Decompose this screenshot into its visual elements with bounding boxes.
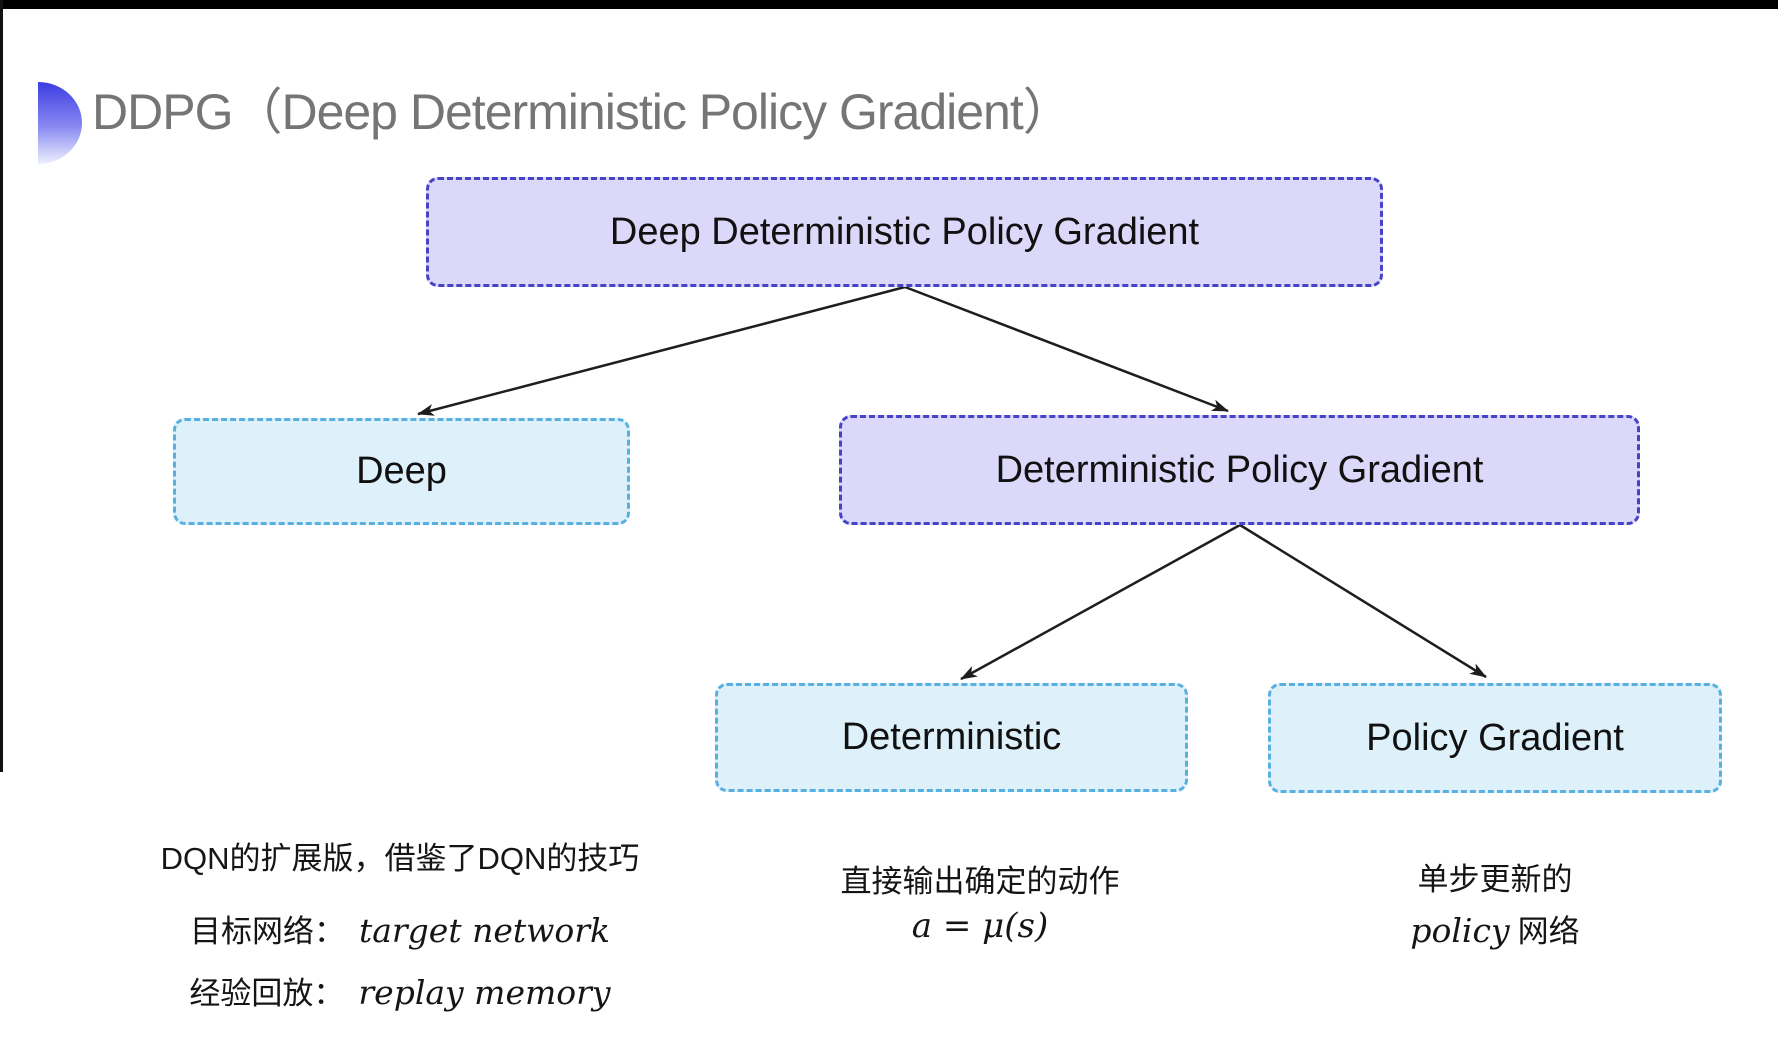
node-deep: Deep — [173, 418, 630, 525]
arrow-root-to-deep — [417, 285, 906, 416]
arrow-dpg-to-deterministic — [960, 523, 1241, 681]
node-label: Deterministic — [841, 716, 1062, 758]
note-line: 目标网络： target network — [110, 906, 690, 951]
node-deterministic-policy-gradient: Deterministic Policy Gradient — [839, 415, 1640, 525]
note-line: DQN的扩展版，借鉴了DQN的技巧 — [160, 841, 640, 876]
note-zh-label: 经验回放： — [189, 976, 345, 1011]
note-formula: a = μ(s) — [911, 906, 1049, 946]
note-en-term: target network — [358, 911, 611, 950]
node-label: Policy Gradient — [1366, 716, 1624, 759]
bullet-half-circle-icon — [38, 82, 82, 164]
node-deep-deterministic-policy-gradient: Deep Deterministic Policy Gradient — [426, 177, 1383, 287]
note-deterministic: 直接输出确定的动作 a = μ(s) — [780, 856, 1180, 946]
node-policy-gradient: Policy Gradient — [1268, 683, 1722, 793]
note-line: 经验回放： replay memory — [110, 968, 690, 1013]
note-en-term: replay memory — [358, 973, 611, 1012]
note-en-term: policy — [1410, 911, 1510, 950]
node-label: Deterministic Policy Gradient — [995, 448, 1484, 491]
note-zh-label: 网络 — [1517, 914, 1580, 949]
left-frame-line — [0, 0, 3, 772]
note-deep-dqn: DQN的扩展版，借鉴了DQN的技巧 目标网络： target network 经验… — [110, 833, 690, 1013]
arrow-dpg-to-policy-gradient — [1239, 523, 1487, 679]
note-zh-label: 目标网络： — [189, 914, 345, 949]
node-label: Deep — [356, 450, 447, 492]
node-label: Deep Deterministic Policy Gradient — [609, 210, 1200, 253]
note-line: 直接输出确定的动作 — [840, 864, 1120, 899]
note-line: 单步更新的 — [1417, 862, 1573, 897]
top-frame-bar — [0, 0, 1778, 9]
arrow-root-to-dpg — [904, 285, 1229, 413]
node-deterministic: Deterministic — [715, 683, 1188, 792]
slide-title: DDPG（Deep Deterministic Policy Gradient） — [92, 84, 1073, 140]
